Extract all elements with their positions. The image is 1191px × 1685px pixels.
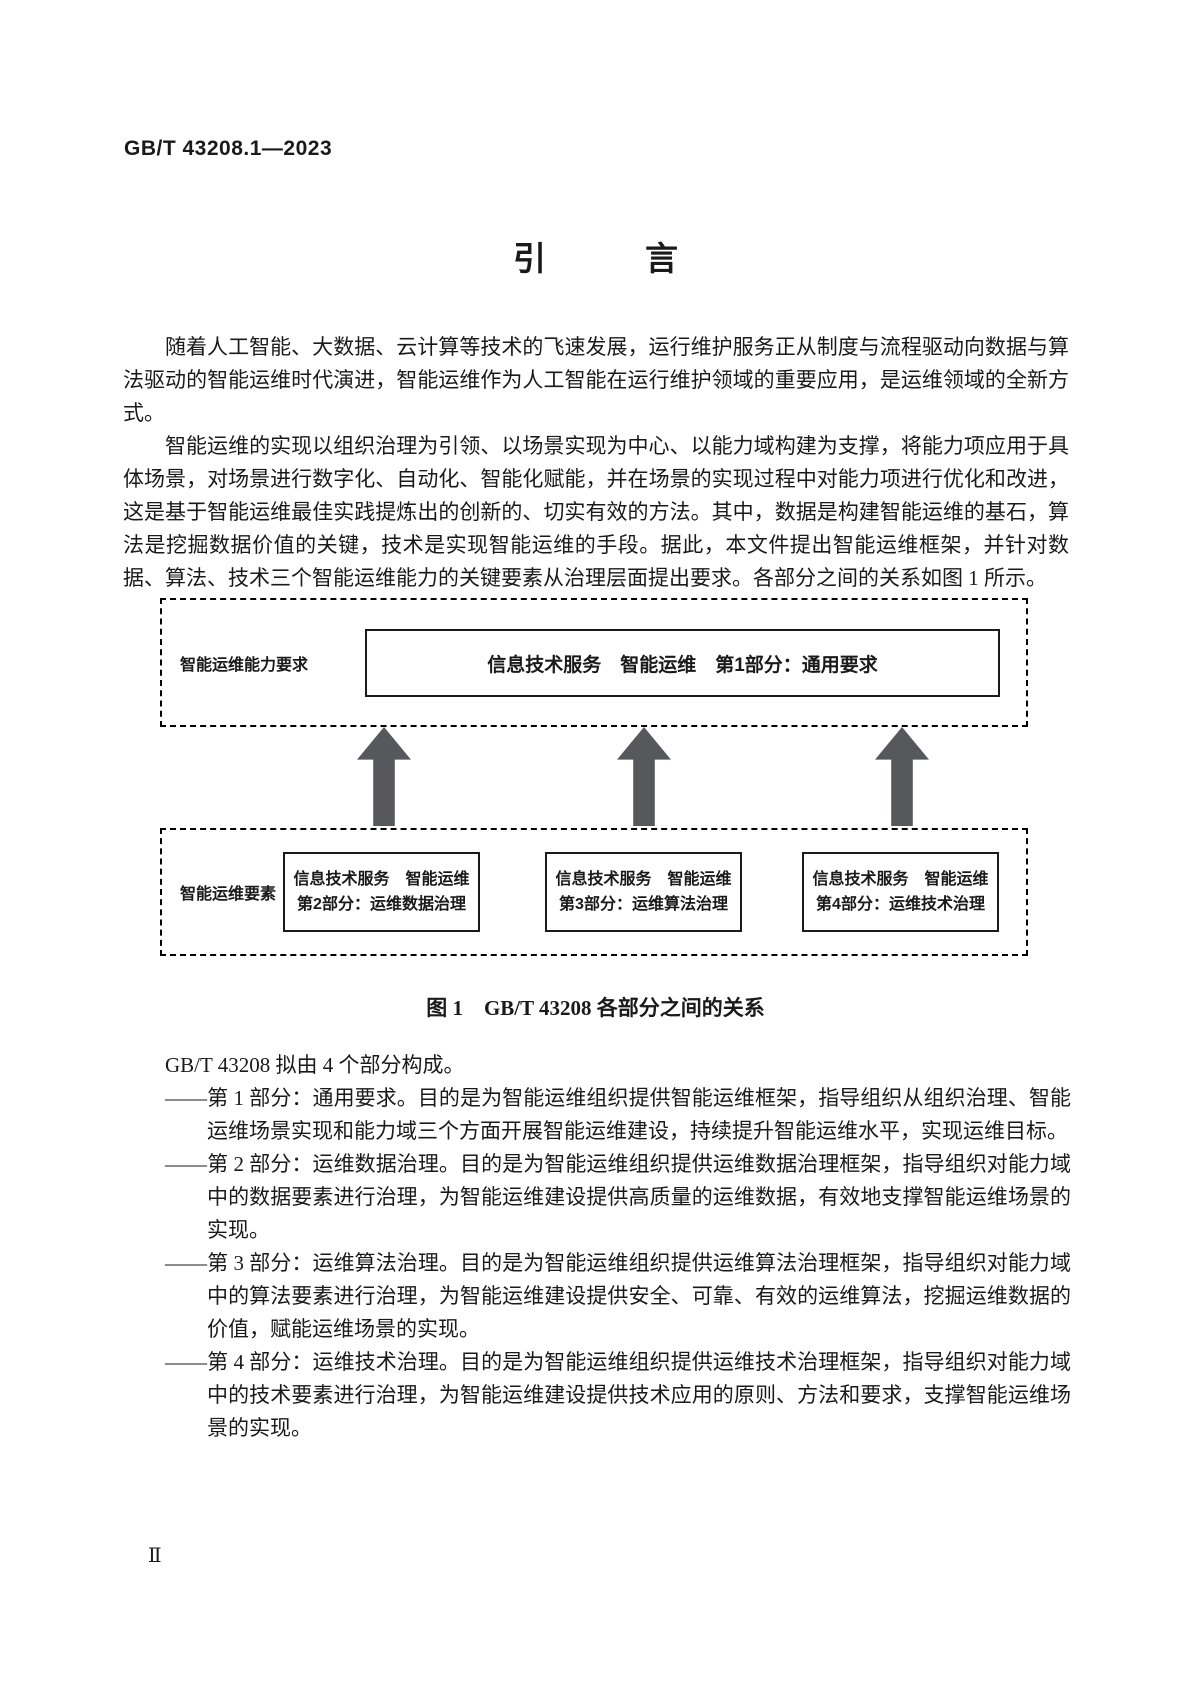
part3-box: 信息技术服务 智能运维 第3部分：运维算法治理 <box>545 852 742 932</box>
parts-list: GB/T 43208 拟由 4 个部分构成。 ——第 1 部分：通用要求。目的是… <box>123 1049 1071 1445</box>
part-item-3: ——第 3 部分：运维算法治理。目的是为智能运维组织提供运维算法治理框架，指导组… <box>165 1251 1071 1341</box>
part4-box-line2: 第4部分：运维技术治理 <box>816 896 985 913</box>
introduction-body: 随着人工智能、大数据、云计算等技术的飞速发展，运行维护服务正从制度与流程驱动向数… <box>123 331 1069 595</box>
part4-box-line1: 信息技术服务 智能运维 <box>812 871 989 888</box>
intro-paragraph-1: 随着人工智能、大数据、云计算等技术的飞速发展，运行维护服务正从制度与流程驱动向数… <box>123 335 1069 425</box>
part-item-1: ——第 1 部分：通用要求。目的是为智能运维组织提供智能运维框架，指导组织从组织… <box>165 1086 1071 1143</box>
part1-box: 信息技术服务 智能运维 第1部分：通用要求 <box>365 629 1000 697</box>
up-arrow-icon <box>875 727 929 826</box>
part4-box: 信息技术服务 智能运维 第4部分：运维技术治理 <box>802 852 999 932</box>
intro-paragraph-2: 智能运维的实现以组织治理为引领、以场景实现为中心、以能力域构建为支撑，将能力项应… <box>123 434 1069 590</box>
figure-1-caption: 图 1 GB/T 43208 各部分之间的关系 <box>426 996 765 1020</box>
part2-box-line2: 第2部分：运维数据治理 <box>297 896 466 913</box>
up-arrow-icon <box>357 727 411 826</box>
page-number: Ⅱ <box>148 1545 162 1567</box>
part2-box: 信息技术服务 智能运维 第2部分：运维数据治理 <box>283 852 480 932</box>
standard-number: GB/T 43208.1—2023 <box>124 137 333 160</box>
capability-requirements-group-box: 智能运维能力要求 信息技术服务 智能运维 第1部分：通用要求 <box>160 598 1028 727</box>
parts-intro-line: GB/T 43208 拟由 4 个部分构成。 <box>165 1053 465 1077</box>
elements-group-box: 智能运维要素 信息技术服务 智能运维 第2部分：运维数据治理 信息技术服务 智能… <box>160 828 1028 956</box>
up-arrow-icon <box>617 727 671 826</box>
part-item-4: ——第 4 部分：运维技术治理。目的是为智能运维组织提供运维技术治理框架，指导组… <box>165 1350 1071 1440</box>
part-item-2: ——第 2 部分：运维数据治理。目的是为智能运维组织提供运维数据治理框架，指导组… <box>165 1152 1071 1242</box>
part3-box-line1: 信息技术服务 智能运维 <box>555 871 732 888</box>
top-group-label: 智能运维能力要求 <box>180 656 309 674</box>
figure-1-diagram: 智能运维能力要求 信息技术服务 智能运维 第1部分：通用要求 智能运维要素 信息… <box>160 598 1028 958</box>
part3-box-line2: 第3部分：运维算法治理 <box>559 896 728 913</box>
page-title: 引 言 <box>513 240 678 277</box>
part2-box-line1: 信息技术服务 智能运维 <box>293 871 470 888</box>
bottom-group-label: 智能运维要素 <box>180 886 277 903</box>
